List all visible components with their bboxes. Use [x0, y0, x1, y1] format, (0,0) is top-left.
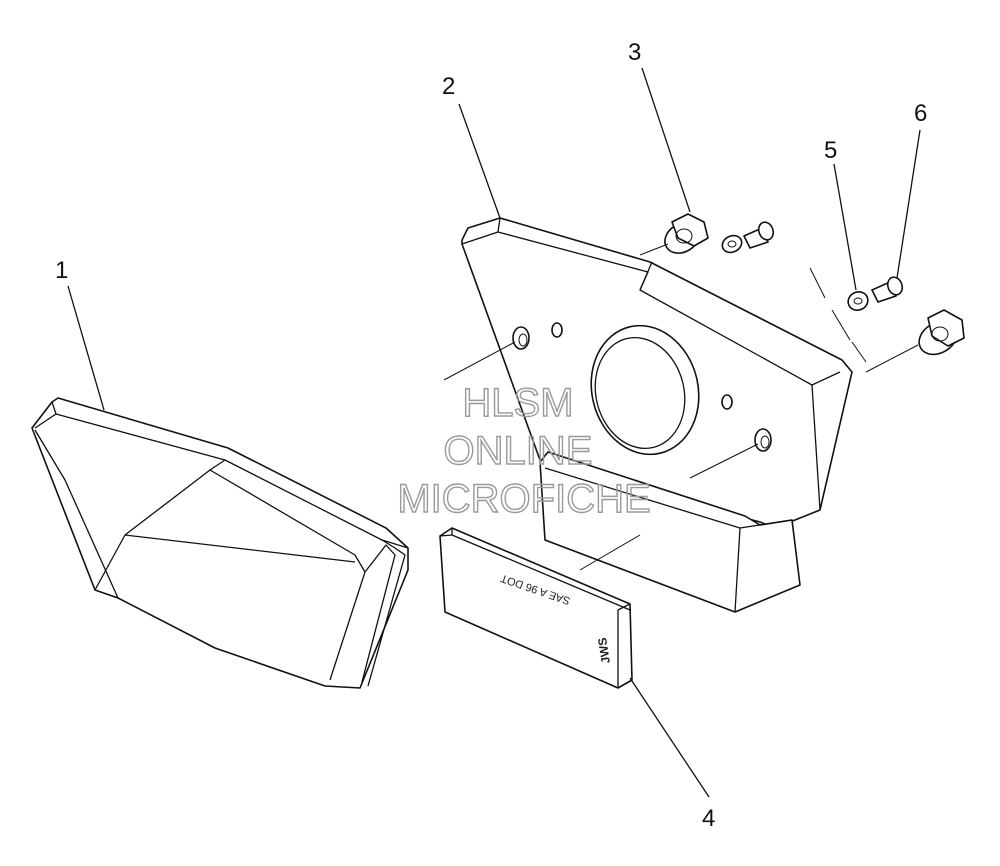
part-4-reflector-lens: SAE A 96 DOT JWS — [439, 527, 633, 689]
part-3-flange-nut — [664, 213, 709, 254]
watermark: HLSM ONLINE MICROFICHE — [397, 380, 652, 521]
part-1-lamp-cover — [31, 397, 409, 689]
callout-2: 2 — [442, 73, 455, 100]
callout-3: 3 — [628, 39, 641, 66]
assembly-centerlines — [443, 243, 919, 571]
part-6-bolt — [871, 276, 904, 303]
watermark-line-1: HLSM — [462, 381, 573, 425]
callout-4: 4 — [702, 805, 715, 832]
flange-nut-right — [918, 309, 965, 356]
part-2-bracket-housing — [461, 217, 853, 613]
part-5-washer — [847, 291, 869, 311]
watermark-line-2: ONLINE — [444, 429, 593, 473]
washer-bolt-top — [721, 221, 775, 254]
callout-5: 5 — [824, 137, 837, 164]
leader-lines — [67, 67, 921, 798]
callout-1: 1 — [55, 257, 68, 284]
watermark-line-3: MICROFICHE — [397, 477, 650, 521]
callout-6: 6 — [914, 100, 927, 127]
lens-brand-text: JWS — [595, 637, 613, 665]
